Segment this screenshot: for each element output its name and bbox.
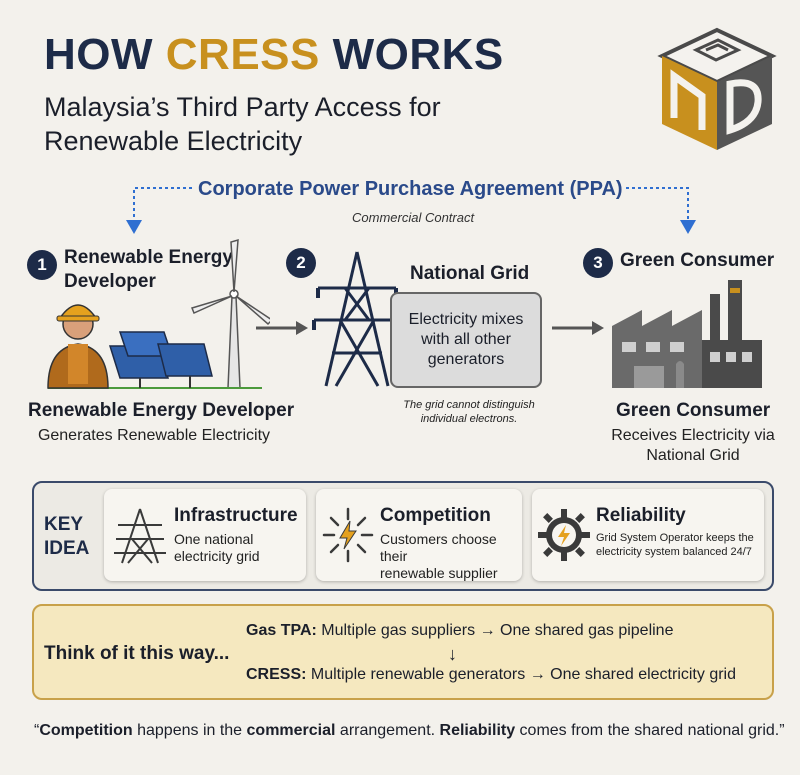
left-arrow-head bbox=[126, 220, 142, 234]
closing-quote: “Competition happens in the commercial a… bbox=[34, 722, 785, 739]
factory-icon bbox=[612, 280, 762, 388]
card-title: Infrastructure bbox=[174, 505, 298, 526]
step-3-number: 3 bbox=[583, 248, 613, 278]
subtitle: Malaysia’s Third Party Access for Renewa… bbox=[44, 90, 564, 158]
card-title: Reliability bbox=[596, 505, 686, 526]
title-part-1: HOW bbox=[44, 30, 166, 79]
card-sub: One national electricity grid bbox=[174, 531, 260, 564]
lightning-burst-icon bbox=[322, 507, 374, 563]
gear-lightning-icon bbox=[538, 509, 590, 561]
step-1-label: Renewable Energy Developer bbox=[64, 247, 233, 292]
page-title: HOW CRESS WORKS bbox=[44, 30, 504, 80]
step-2-number: 2 bbox=[286, 248, 316, 278]
grid-note: The grid cannot distinguish individual e… bbox=[403, 399, 535, 425]
subtitle-line-1: Malaysia’s Third Party Access for bbox=[44, 92, 441, 122]
gas-tpa-line: Gas TPA: Multiple gas suppliers → One sh… bbox=[246, 622, 674, 639]
grid-mix-box: Electricity mixes with all other generat… bbox=[390, 292, 542, 388]
ppa-label: Corporate Power Purchase Agreement (PPA) bbox=[198, 178, 623, 200]
title-highlight: CRESS bbox=[165, 30, 320, 79]
card-infrastructure: Infrastructure One national electricity … bbox=[104, 489, 306, 581]
transmission-tower-icon bbox=[312, 251, 402, 387]
solar-panel-icon bbox=[108, 331, 213, 388]
worker-avatar bbox=[47, 304, 109, 389]
key-idea-label: KEY IDEA bbox=[44, 514, 90, 559]
contract-sub: Commercial Contract bbox=[352, 210, 475, 225]
card-title: Competition bbox=[380, 505, 491, 526]
wind-turbine-icon bbox=[190, 238, 270, 389]
developer-illustration bbox=[47, 238, 270, 389]
step-3-caption-sub: Receives Electricity via National Grid bbox=[611, 427, 775, 464]
title-part-2: WORKS bbox=[319, 30, 504, 79]
step-1-caption-sub: Generates Renewable Electricity bbox=[37, 427, 271, 444]
step-3-caption-title: Green Consumer bbox=[616, 400, 771, 421]
arrow-right-icon-2 bbox=[552, 321, 604, 335]
step-2-label: National Grid bbox=[410, 263, 530, 284]
card-competition: Competition Customers choose their renew… bbox=[316, 489, 522, 581]
transmission-tower-icon-small bbox=[114, 508, 166, 564]
ppa-connector bbox=[126, 187, 696, 234]
subtitle-line-2: Renewable Electricity bbox=[44, 126, 303, 156]
card-reliability: Reliability Grid System Operator keeps t… bbox=[532, 489, 764, 581]
card-sub: Grid System Operator keeps the electrici… bbox=[596, 532, 754, 558]
logo-cube-icon bbox=[657, 27, 777, 150]
analogy-panel bbox=[32, 604, 774, 700]
step-3-label: Green Consumer bbox=[620, 250, 775, 271]
step-1-caption-title: Renewable Energy Developer bbox=[28, 400, 295, 421]
arrow-right-icon bbox=[256, 321, 308, 335]
down-arrow: ↓ bbox=[448, 644, 457, 664]
step-1-number: 1 bbox=[27, 250, 57, 280]
analogy-label: Think of it this way... bbox=[44, 643, 230, 664]
card-sub: Customers choose their renewable supplie… bbox=[380, 531, 498, 581]
right-arrow-head bbox=[680, 220, 696, 234]
cress-line: CRESS: Multiple renewable generators → O… bbox=[246, 666, 736, 683]
